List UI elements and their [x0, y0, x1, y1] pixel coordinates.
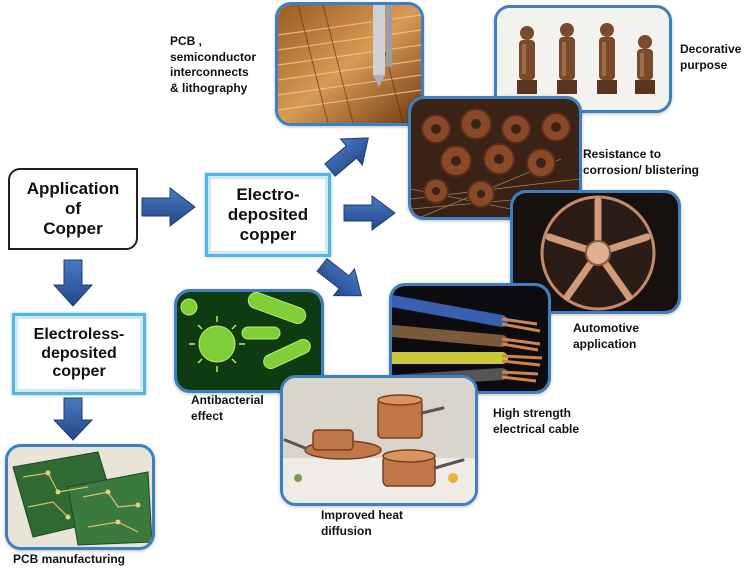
arrow-to-cable	[316, 257, 363, 297]
label-corrosion: Resistance to corrosion/ blistering	[583, 147, 700, 177]
decorative-figurines-image	[494, 5, 672, 113]
electrical-cable-image	[389, 283, 551, 394]
label-heat: Improved heat diffusion	[321, 508, 404, 538]
label-cable: High strength electrical cable	[493, 406, 580, 436]
label-pcb-manufacturing: PCB manufacturing	[13, 552, 126, 566]
antibacterial-image	[174, 289, 324, 393]
application-of-copper-text: Application of Copper	[26, 178, 120, 239]
label-automotive: Automotive application	[573, 321, 639, 351]
electroless-copper-text: Electroless- deposited copper	[33, 325, 125, 381]
arrow-to-pcb-manufacturing	[52, 397, 94, 441]
arrow-to-electroless	[52, 259, 94, 307]
electrodeposited-copper-box: Electro- deposited copper	[205, 173, 331, 257]
label-antibacterial: Antibacterial effect	[191, 393, 264, 423]
application-of-copper-box: Application of Copper	[8, 168, 138, 250]
label-decorative: Decorative purpose	[680, 42, 742, 72]
automotive-wheel-image	[510, 190, 681, 314]
arrow-to-electrodeposited	[141, 186, 196, 228]
electrodeposited-copper-text: Electro- deposited copper	[227, 184, 309, 245]
electroless-copper-box: Electroless- deposited copper	[12, 313, 146, 395]
pcb-lithography-image	[275, 2, 424, 126]
pcb-manufacturing-image	[5, 444, 155, 550]
label-pcb-semiconductor: PCB , semiconductor interconnects & lith…	[170, 34, 257, 95]
arrow-to-applications-right	[343, 195, 396, 231]
copper-cookware-image	[280, 375, 478, 506]
arrow-to-pcb-interconnects	[324, 137, 369, 177]
